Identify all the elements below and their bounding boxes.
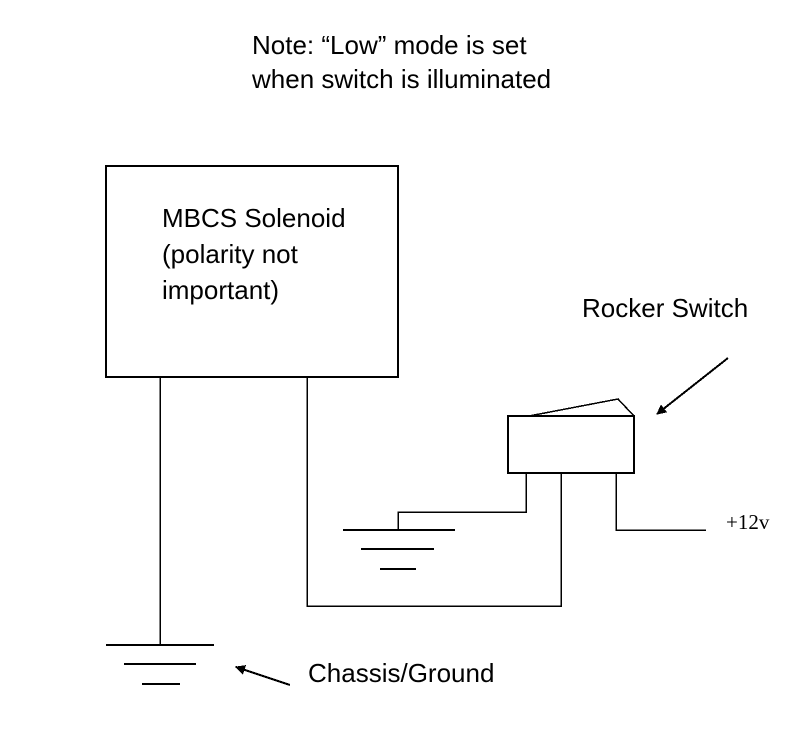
solenoid-label-line-1: MBCS Solenoid (162, 203, 346, 233)
switch-supply-wire (615, 472, 706, 531)
rocker-switch-label: Rocker Switch (582, 293, 749, 323)
rocker-switch-actuator (528, 398, 635, 417)
solenoid-box (105, 165, 399, 378)
chassis-ground-symbol (106, 644, 214, 685)
rocker-switch-body (507, 415, 635, 474)
note-line-1: Note: “Low” mode is set (252, 30, 527, 60)
chassis-ground-arrow (235, 665, 291, 686)
solenoid-label-line-2: (polarity not (162, 239, 298, 269)
solenoid-label: MBCS Solenoid (polarity not important) (162, 200, 346, 308)
note-text: Note: “Low” mode is set when switch is i… (252, 28, 551, 96)
chassis-ground-label: Chassis/Ground (308, 658, 495, 688)
switch-ground-wire (397, 472, 527, 530)
rocker-switch-arrow (656, 357, 729, 415)
switch-ground-symbol (343, 529, 455, 570)
note-line-2: when switch is illuminated (252, 64, 552, 94)
supply-voltage-label: +12v (726, 510, 770, 534)
solenoid-label-line-3: important) (162, 275, 280, 305)
solenoid-switch-wire (306, 377, 562, 607)
